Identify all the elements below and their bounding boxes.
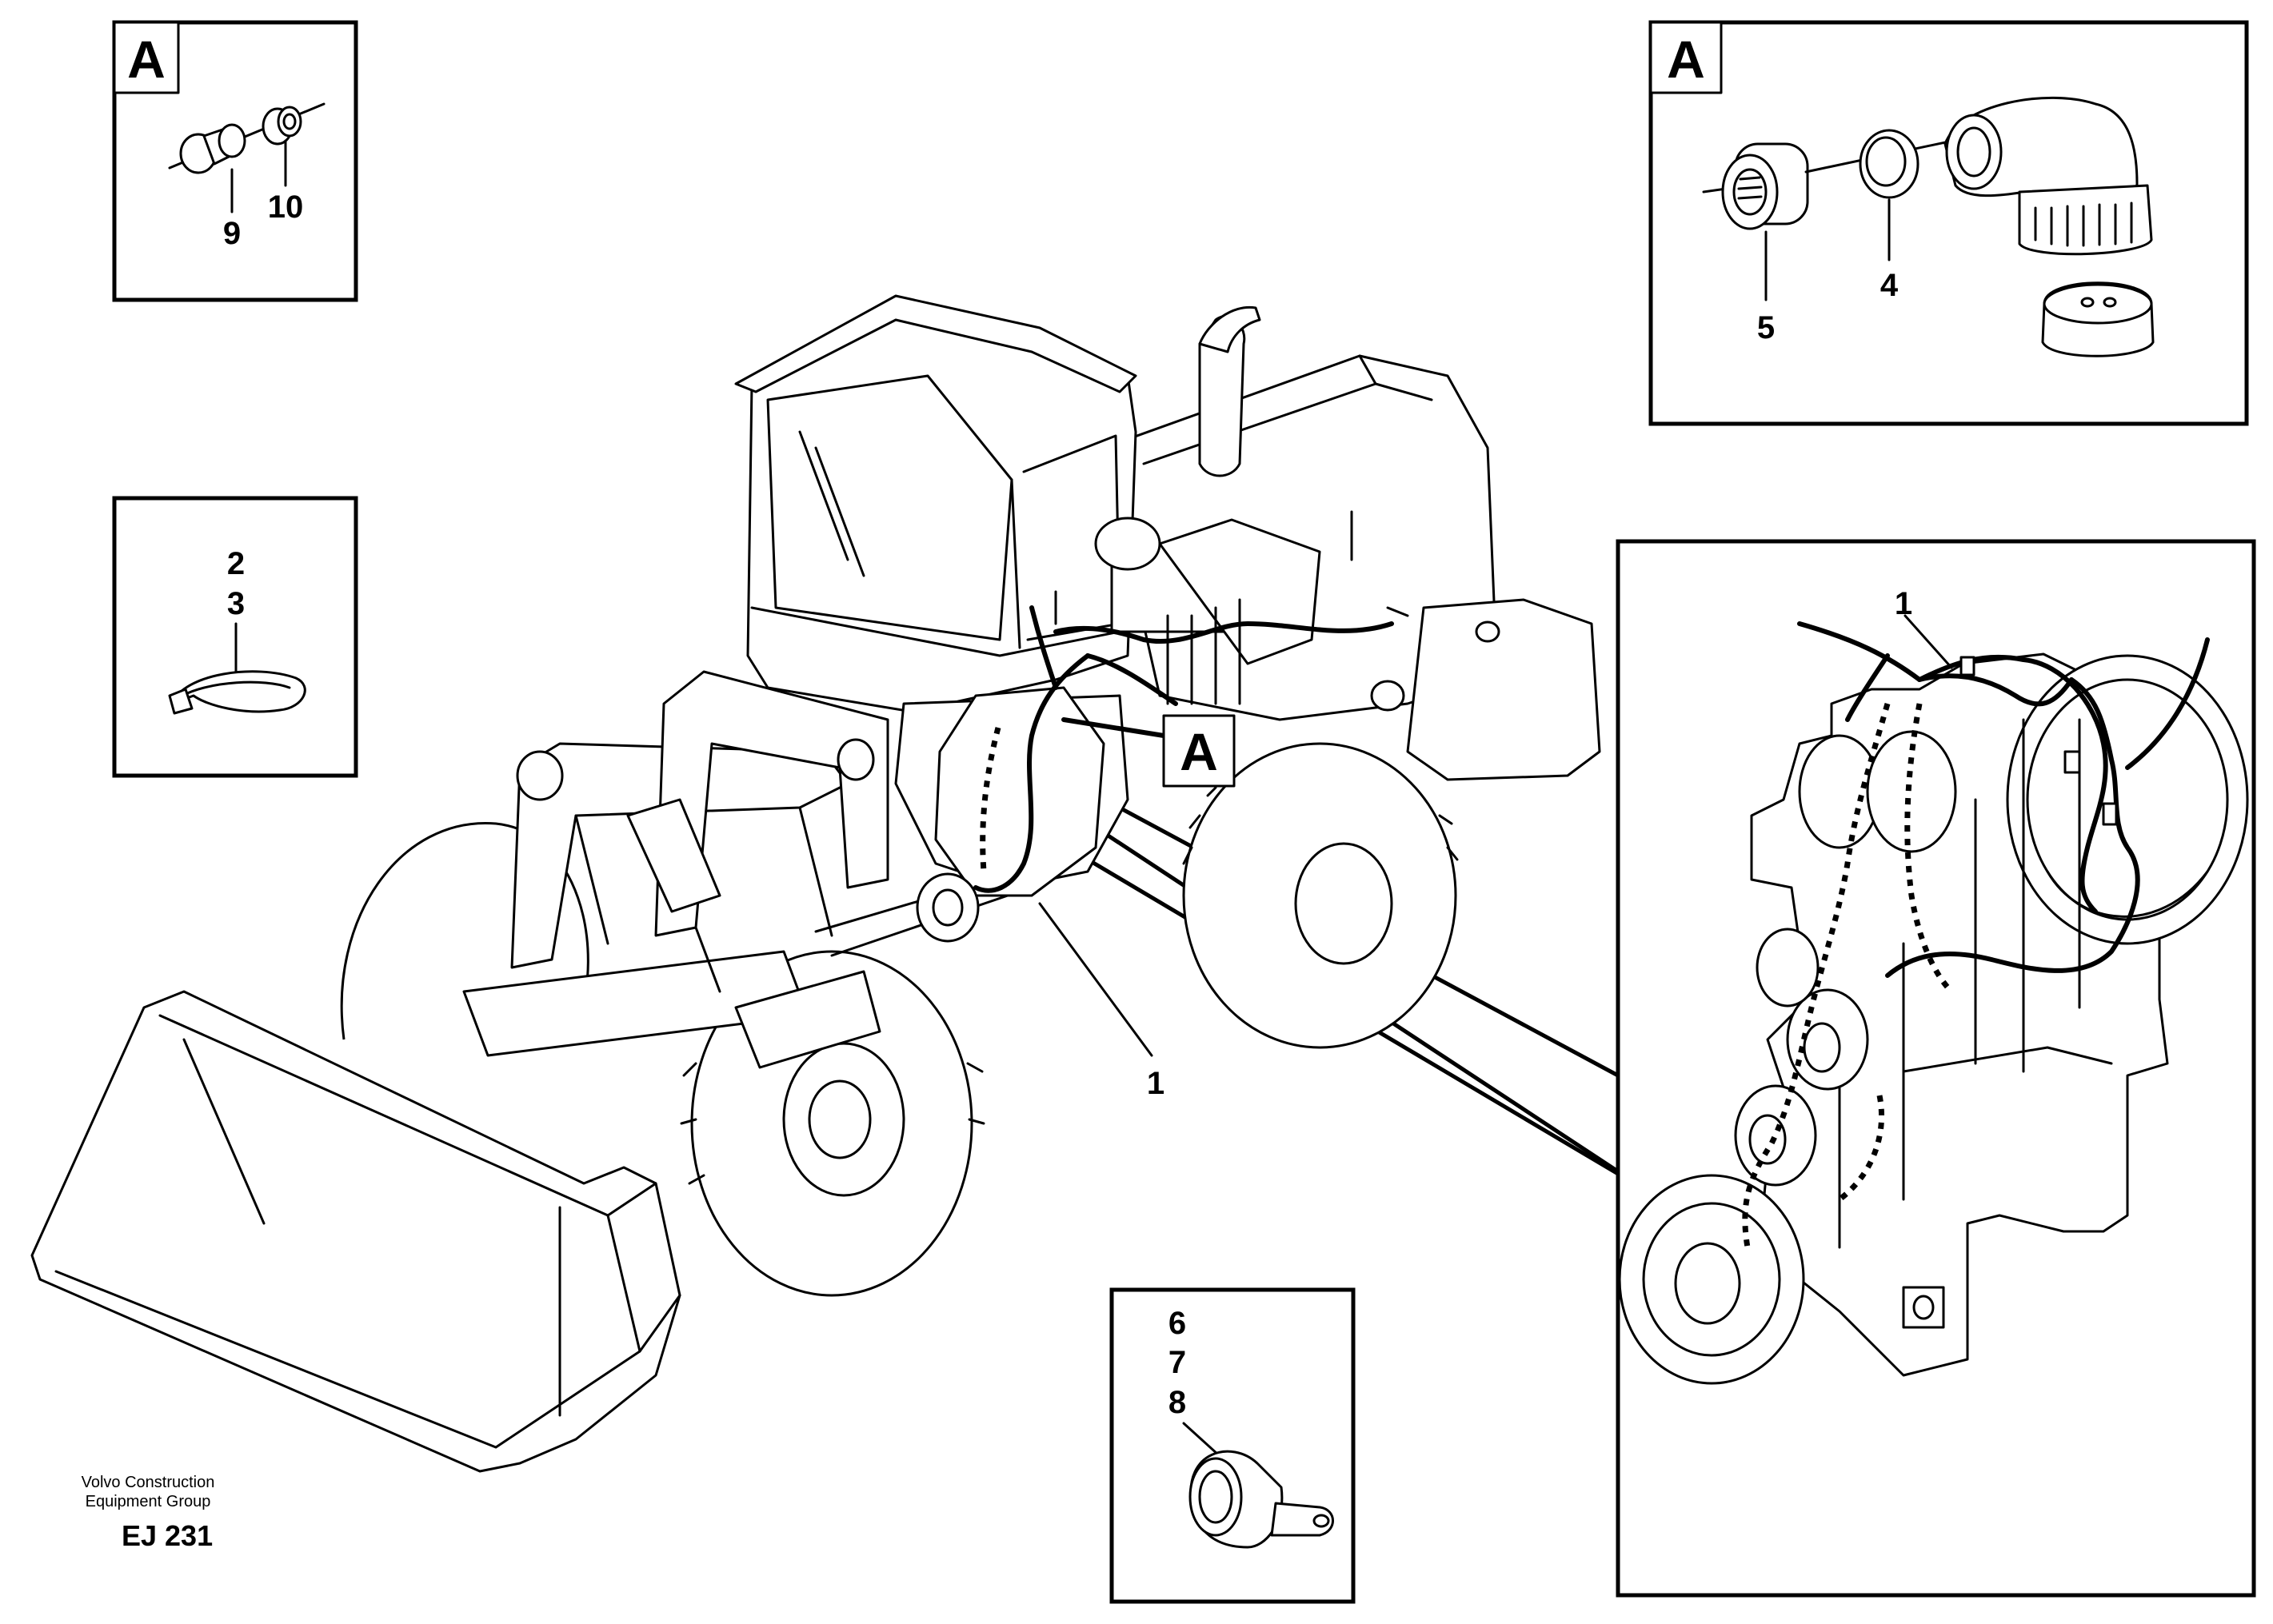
label-5: 5 <box>1757 310 1775 345</box>
drawing-code: EJ 231 <box>122 1519 214 1552</box>
label-1-gearbox: 1 <box>1895 586 1912 621</box>
company-credit: Volvo Construction Equipment Group <box>48 1473 248 1511</box>
company-line-2: Equipment Group <box>85 1493 211 1510</box>
box-letter-a: A <box>127 30 166 89</box>
company-line-1: Volvo Construction <box>81 1474 215 1491</box>
detail-box-clamp: 6 7 8 <box>1109 1287 1356 1604</box>
label-7: 7 <box>1168 1345 1186 1380</box>
protective-cap-icon <box>2041 281 2155 357</box>
label-4: 4 <box>1880 268 1899 303</box>
label-10: 10 <box>268 190 304 225</box>
detail-box-fitting: A 9 10 <box>112 20 358 302</box>
label-8: 8 <box>1168 1385 1186 1420</box>
cable-tie-icon <box>168 622 306 715</box>
sensor-fitting-icon <box>168 102 326 213</box>
elbow-connector-icon <box>1943 96 2153 256</box>
detail-box-connector: A 5 4 <box>1648 20 2249 426</box>
detail-box-cable-tie: 2 3 <box>112 496 358 778</box>
label-6: 6 <box>1168 1306 1186 1341</box>
wheel-loader-drawing: A 1 <box>30 294 1601 1473</box>
label-2: 2 <box>227 546 245 581</box>
callout-a-main: A <box>1180 722 1218 781</box>
box-letter-a-right: A <box>1667 30 1705 89</box>
label-9: 9 <box>223 216 241 251</box>
label-3: 3 <box>227 586 245 621</box>
label-1-main: 1 <box>1147 1066 1164 1101</box>
transmission-gearbox-drawing <box>1618 614 2249 1385</box>
seal-ring-icon <box>1859 129 1919 261</box>
rubber-clamp-icon <box>1182 1422 1334 1549</box>
detail-panel-gearbox: 1 <box>1053 539 2256 1598</box>
